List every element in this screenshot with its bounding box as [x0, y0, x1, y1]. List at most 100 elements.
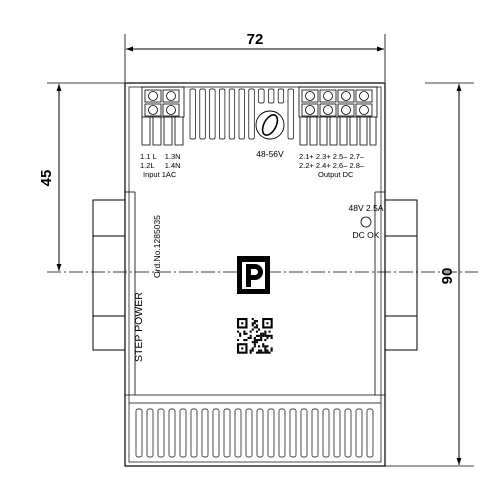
qr-module [262, 343, 265, 346]
input-terminal-block [141, 86, 185, 146]
qr-module [258, 349, 261, 352]
qr-module [247, 336, 250, 339]
output-terminal-row1: 2.1+ 2.3+ 2.5– 2.7– [299, 152, 365, 161]
qr-finder-center [266, 322, 269, 325]
qr-module [270, 336, 273, 339]
vent-slot [168, 408, 176, 458]
qr-module [251, 341, 254, 344]
qr-module [266, 351, 269, 354]
qr-module [245, 332, 248, 335]
qr-module [262, 351, 265, 354]
height-dimension: 90 [385, 82, 474, 467]
qr-module [253, 336, 256, 339]
vent-slot [189, 88, 196, 140]
voltage-adjust-potentiometer[interactable] [255, 110, 285, 140]
qr-module [262, 345, 265, 348]
qr-module [255, 330, 258, 333]
input-terminal-row2: 1.2L 1.4N [140, 161, 181, 170]
vent-slot [228, 88, 236, 140]
vent-slot [355, 408, 363, 458]
qr-module [253, 339, 256, 342]
input-terminal-label: Input 1AC [143, 170, 177, 179]
qr-module [268, 330, 271, 333]
qr-module [258, 328, 261, 331]
partial-height-dimension-label: 45 [38, 170, 55, 187]
vent-slot [209, 88, 216, 140]
vent-slot [238, 88, 245, 140]
qr-module [268, 334, 271, 337]
qr-module [264, 351, 267, 354]
qr-module [255, 326, 258, 329]
qr-module [251, 322, 254, 325]
vent-slot [268, 88, 275, 104]
output-terminal-block [298, 86, 378, 146]
vent-slot [333, 408, 341, 458]
vent-slot [256, 408, 264, 458]
qr-module [270, 349, 273, 352]
qr-module [258, 334, 261, 337]
vent-slot [157, 408, 165, 458]
qr-module [237, 330, 240, 333]
qr-module [260, 351, 263, 354]
qr-module [260, 339, 263, 342]
qr-finder-center [241, 347, 244, 350]
dc-ok-label: DC OK [353, 230, 380, 240]
product-name: STEP POWER [133, 292, 145, 362]
qr-module [260, 349, 263, 352]
vent-slot [219, 88, 226, 140]
qr-module [262, 332, 265, 335]
qr-module [255, 334, 258, 337]
qr-module [255, 339, 258, 342]
qr-module [255, 351, 258, 354]
width-dimension: 72 [124, 31, 386, 82]
qr-module [251, 347, 254, 350]
qr-module [249, 336, 252, 339]
vent-slot [300, 408, 308, 458]
vent-slot [277, 88, 285, 104]
qr-module [253, 345, 256, 348]
partial-height-dimension: 45 [38, 82, 125, 271]
qr-module [249, 330, 252, 333]
qr-module [253, 320, 256, 323]
qr-module [266, 349, 269, 352]
qr-code [237, 318, 273, 354]
qr-module [255, 341, 258, 344]
qr-module [264, 347, 267, 350]
vent-slot [278, 408, 286, 458]
qr-module [251, 349, 254, 352]
qr-module [251, 328, 254, 331]
voltage-range-label: 48-56V [256, 149, 284, 159]
qr-module [268, 351, 271, 354]
rating-label: 48V 2.5A [349, 203, 384, 213]
output-terminal-row2: 2.2+ 2.4+ 2.6– 2.8– [299, 161, 365, 170]
qr-module [270, 334, 273, 337]
qr-module [253, 326, 256, 329]
vent-slot [135, 408, 143, 458]
qr-module [258, 345, 261, 348]
vent-slot [234, 408, 242, 458]
dc-ok-led [360, 216, 372, 228]
qr-module [239, 332, 242, 335]
qr-module [253, 341, 256, 344]
qr-module [243, 330, 246, 333]
vent-slot [245, 408, 253, 458]
vent-slot [199, 88, 206, 140]
qr-module [258, 339, 261, 342]
qr-module [249, 351, 252, 354]
qr-module [239, 334, 242, 337]
vent-slot [212, 408, 220, 458]
qr-module [264, 330, 267, 333]
qr-module [243, 339, 246, 342]
device-housing [124, 82, 386, 467]
bottom-ventilation-slots [135, 408, 374, 458]
qr-module [255, 320, 258, 323]
vent-slot [344, 408, 352, 458]
vent-slot [190, 408, 198, 458]
qr-module [266, 336, 269, 339]
qr-module [260, 332, 263, 335]
qr-module [249, 334, 252, 337]
vent-slot [267, 408, 275, 458]
qr-module [270, 347, 273, 350]
qr-module [264, 349, 267, 352]
